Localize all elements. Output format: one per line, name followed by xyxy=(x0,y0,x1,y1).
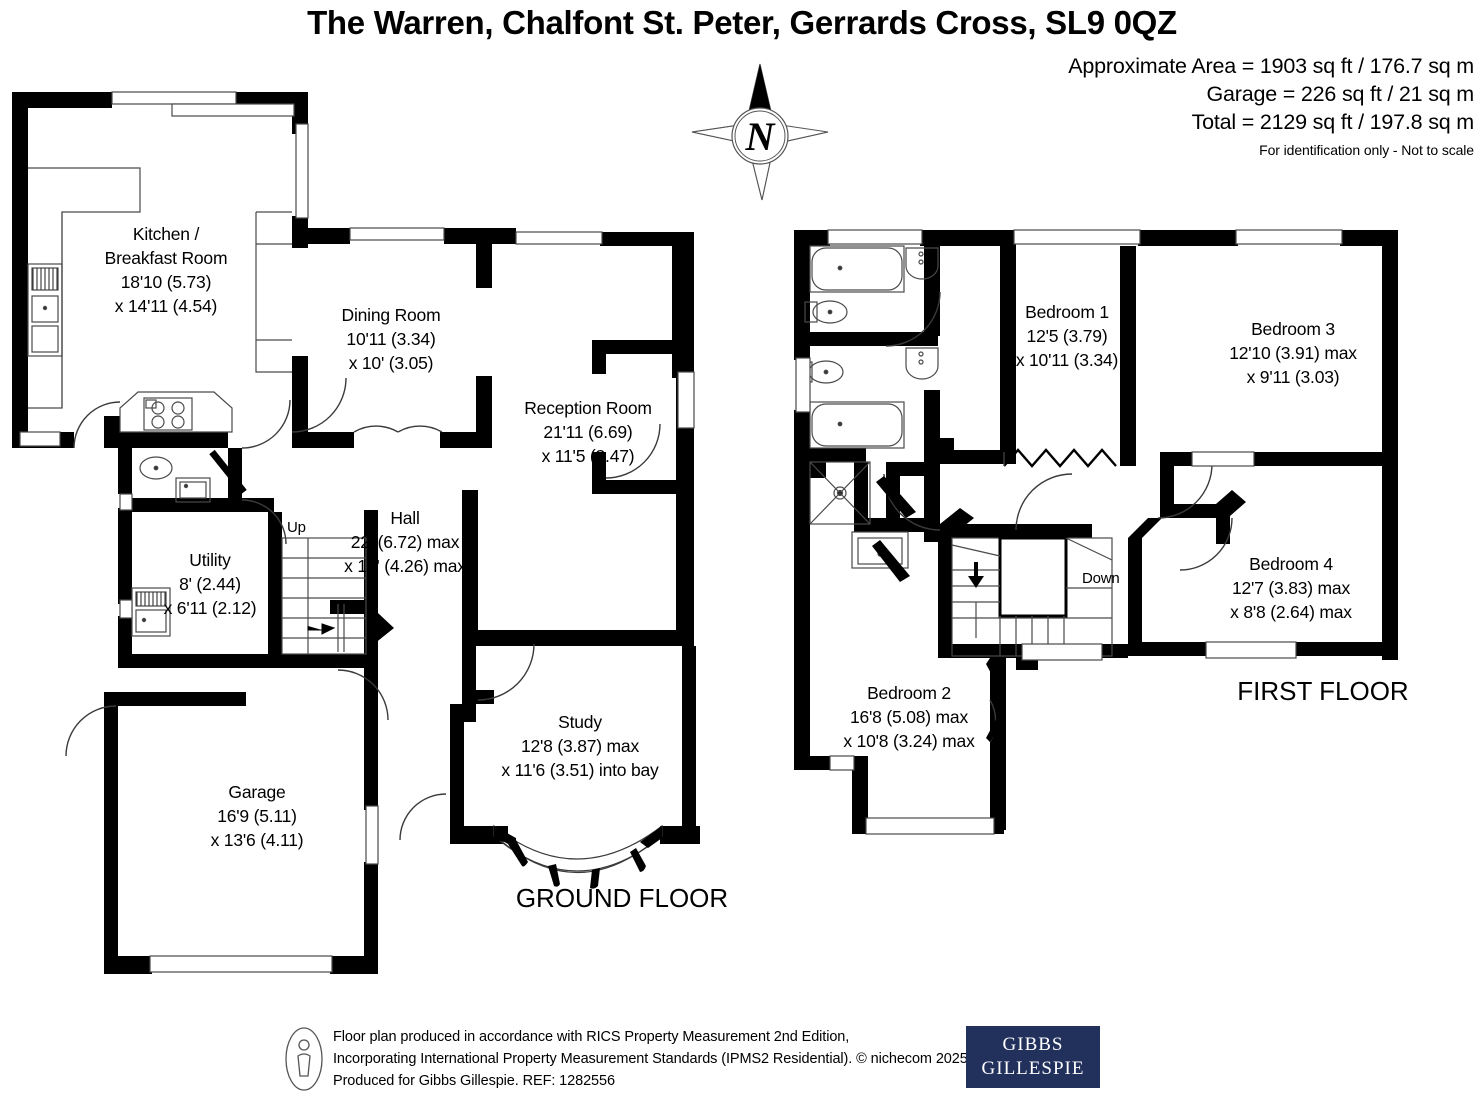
total-area-line: Total = 2129 sq ft / 197.8 sq m xyxy=(1191,110,1475,134)
stair-direction-down-label: Down xyxy=(1082,570,1120,587)
svg-text:N: N xyxy=(745,114,777,159)
room-label-kitchen: Kitchen / Breakfast Room 18'10 (5.73) x … xyxy=(104,224,228,316)
footer-line-2: Incorporating International Property Mea… xyxy=(333,1051,972,1067)
person-icon xyxy=(284,1026,324,1092)
ground-floor-caption: GROUND FLOOR xyxy=(515,883,729,913)
room-label-garage: Garage 16'9 (5.11) x 13'6 (4.11) xyxy=(210,782,304,850)
area-summary: Approximate Area = 1903 sq ft / 176.7 sq… xyxy=(914,52,1474,136)
room-label-bedroom-1: Bedroom 1 12'5 (3.79) x 10'11 (3.34) xyxy=(1015,302,1119,370)
room-label-dining-room: Dining Room 10'11 (3.34) x 10' (3.05) xyxy=(341,305,441,373)
garage-area-line: Garage = 226 sq ft / 21 sq m xyxy=(1206,82,1475,106)
room-label-utility: Utility 8' (2.44) x 6'11 (2.12) xyxy=(163,550,257,618)
room-label-bedroom-2: Bedroom 2 16'8 (5.08) max x 10'8 (3.24) … xyxy=(843,683,975,751)
room-label-bedroom-4: Bedroom 4 12'7 (3.83) max x 8'8 (2.64) m… xyxy=(1230,554,1352,622)
first-floor-caption: FIRST FLOOR xyxy=(1237,676,1409,706)
logo-line-1: GIBBS xyxy=(1002,1034,1064,1055)
footer-line-1: Floor plan produced in accordance with R… xyxy=(333,1029,850,1045)
stair-direction-up-label: Up xyxy=(287,519,306,536)
room-label-hall: Hall 22' (6.72) max x 14' (4.26) max xyxy=(344,508,466,576)
scale-disclaimer: For identification only - Not to scale xyxy=(1259,142,1474,158)
approximate-area-line: Approximate Area = 1903 sq ft / 176.7 sq… xyxy=(1068,54,1474,78)
page-title: The Warren, Chalfont St. Peter, Gerrards… xyxy=(307,4,1177,41)
footer-disclaimer: Floor plan produced in accordance with R… xyxy=(333,1026,972,1092)
footer-line-3: Produced for Gibbs Gillespie. REF: 12825… xyxy=(333,1073,615,1089)
compass-rose-icon: N xyxy=(688,58,832,204)
room-label-reception-room: Reception Room 21'11 (6.69) x 11'5 (3.47… xyxy=(524,398,652,466)
room-label-bedroom-3: Bedroom 3 12'10 (3.91) max x 9'11 (3.03) xyxy=(1229,319,1357,387)
logo-line-2: GILLESPIE xyxy=(981,1058,1085,1079)
room-label-study: Study 12'8 (3.87) max x 11'6 (3.51) into… xyxy=(501,712,659,780)
gibbs-gillespie-logo: GIBBS GILLESPIE xyxy=(966,1026,1100,1088)
